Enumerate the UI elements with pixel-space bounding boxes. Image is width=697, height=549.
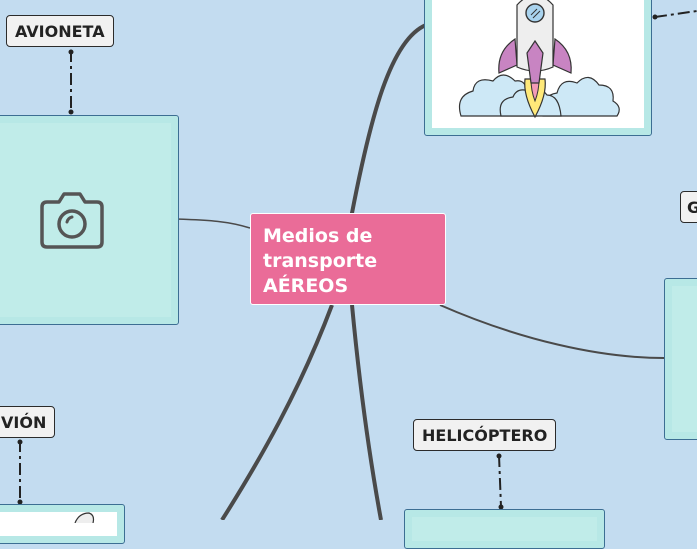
central-topic-line-1: Medios de: [263, 225, 373, 247]
card-right[interactable]: [664, 278, 697, 440]
central-topic[interactable]: Medios de transporte AÉREOS: [250, 213, 446, 305]
card-avion[interactable]: [0, 504, 125, 544]
connector-camera: [177, 218, 251, 229]
connector-avion: [220, 304, 334, 520]
rocket-illustration: [458, 0, 620, 119]
central-topic-line-3: AÉREOS: [263, 275, 349, 297]
connector-right: [439, 304, 665, 359]
label-avioneta[interactable]: AVIONETA: [6, 15, 114, 47]
dash-rocket-right: [654, 10, 697, 18]
card-rocket[interactable]: [424, 0, 652, 136]
card-right-inner: [672, 286, 697, 432]
label-cut-right[interactable]: G: [680, 191, 697, 223]
central-topic-line-2: transporte: [263, 250, 378, 272]
dash-helicoptero: [498, 454, 502, 508]
card-helicoptero[interactable]: [404, 509, 605, 549]
mind-map-connectors: [17, 10, 697, 520]
airplane-illustration: [74, 512, 95, 523]
card-camera[interactable]: [0, 115, 179, 325]
connector-helicoptero: [350, 304, 383, 520]
label-helicoptero[interactable]: HELICÓPTERO: [413, 419, 557, 451]
connector-rocket: [350, 23, 428, 215]
camera-icon: [40, 192, 104, 249]
label-avion[interactable]: VIÓN: [0, 406, 56, 438]
card-helicoptero-inner: [412, 517, 597, 541]
